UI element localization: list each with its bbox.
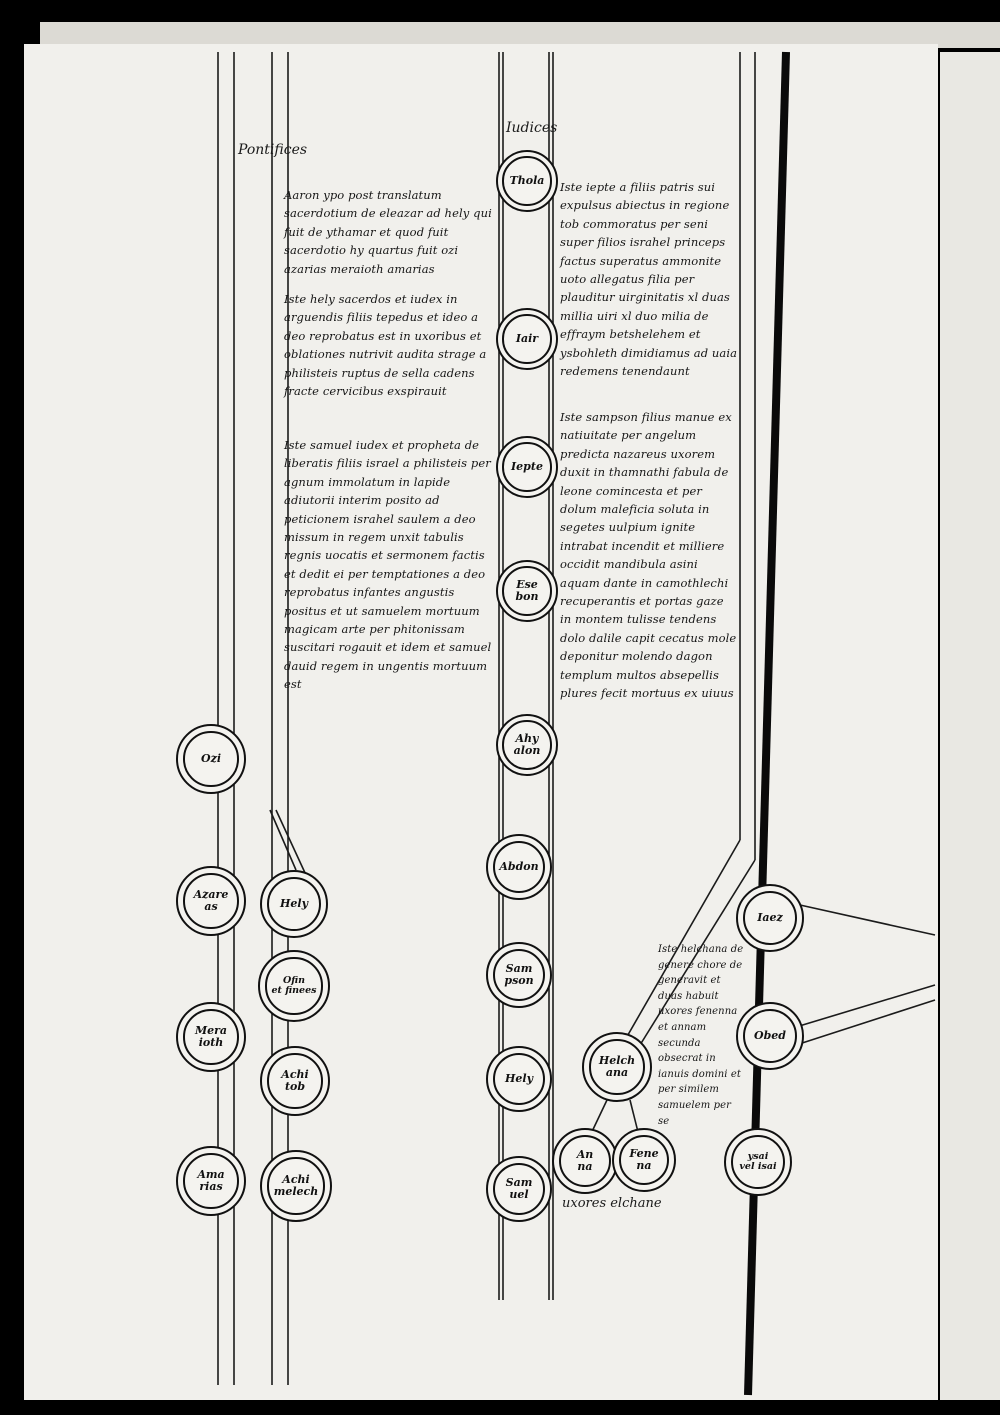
medallion-iepte: Iepte — [496, 436, 558, 498]
medallion-obed: Obed — [736, 1002, 804, 1070]
medallion-sampson: Sam pson — [486, 942, 552, 1008]
medallion-ysai: ysai vel isai — [724, 1128, 792, 1196]
medallion-achitob: Achi tob — [260, 1046, 330, 1116]
medallion-helchana: Helch ana — [582, 1032, 652, 1102]
medallion-thola: Thola — [496, 150, 558, 212]
page-top-edge — [40, 22, 1000, 48]
facing-leaf-edge — [940, 52, 1000, 1400]
medallion-label: Thola — [502, 156, 552, 206]
medallion-label: Fene na — [618, 1134, 670, 1186]
text-block-aaron: Aaron ypo post translatum sacerdotium de… — [284, 188, 492, 276]
medallion-label: Ozi — [183, 731, 239, 787]
medallion-label: Helch ana — [589, 1039, 645, 1095]
medallion-esebon: Ese bon — [496, 560, 558, 622]
medallion-ozi: Ozi — [176, 724, 246, 794]
medallion-ofin: Ofin et finees — [258, 950, 330, 1022]
medallion-label: Achi melech — [267, 1157, 325, 1215]
medallion-label: Obed — [743, 1009, 797, 1063]
heading-pontifices: Pontifices — [238, 142, 308, 158]
medallion-label: Azare as — [183, 873, 239, 929]
medallion-hely-pontifex: Hely — [260, 870, 328, 938]
medallion-label: Achi tob — [267, 1053, 323, 1109]
medallion-abdon: Abdon — [486, 834, 552, 900]
medallion-fenenna: Fene na — [612, 1128, 676, 1192]
medallion-label: Mera ioth — [183, 1009, 239, 1065]
medallion-label: Ofin et finees — [265, 957, 323, 1015]
heading-iudices: Iudices — [506, 120, 558, 136]
medallion-label: Hely — [492, 1052, 546, 1106]
medallion-iair: Iair — [496, 308, 558, 370]
text-block-sampson: Iste sampson filius manue ex natiuitate … — [560, 410, 737, 701]
medallion-label: Iaez — [743, 891, 797, 945]
medallion-label: Ahy alon — [502, 720, 552, 770]
text-block-iepte: Iste iepte a filiis patris sui expulsus … — [560, 180, 738, 379]
medallion-label: Ama rias — [183, 1153, 239, 1209]
medallion-label: Abdon — [492, 840, 546, 894]
medallion-label: Hely — [267, 877, 321, 931]
medallion-label: ysai vel isai — [731, 1135, 785, 1189]
medallion-amarias: Ama rias — [176, 1146, 246, 1216]
label-uxores-elchane: uxores elchane — [562, 1196, 662, 1211]
medallion-label: Sam uel — [492, 1162, 546, 1216]
medallion-label: An na — [558, 1134, 612, 1188]
medallion-meraioth: Mera ioth — [176, 1002, 246, 1072]
medallion-achimelech: Achi melech — [260, 1150, 332, 1222]
medallion-samuel: Sam uel — [486, 1156, 552, 1222]
medallion-ahyalon: Ahy alon — [496, 714, 558, 776]
text-block-helchana: Iste helchana de genere chore de generav… — [658, 944, 744, 1127]
medallion-anna: An na — [552, 1128, 618, 1194]
medallion-hely-iudex: Hely — [486, 1046, 552, 1112]
medallion-iaez: Iaez — [736, 884, 804, 952]
medallion-label: Iair — [502, 314, 552, 364]
medallion-label: Sam pson — [492, 948, 546, 1002]
medallion-azarias: Azare as — [176, 866, 246, 936]
medallion-label: Ese bon — [502, 566, 552, 616]
text-block-samuel: Iste samuel iudex et propheta de liberat… — [284, 438, 492, 692]
text-block-hely: Iste hely sacerdos et iudex in arguendis… — [284, 292, 487, 399]
medallion-label: Iepte — [502, 442, 552, 492]
